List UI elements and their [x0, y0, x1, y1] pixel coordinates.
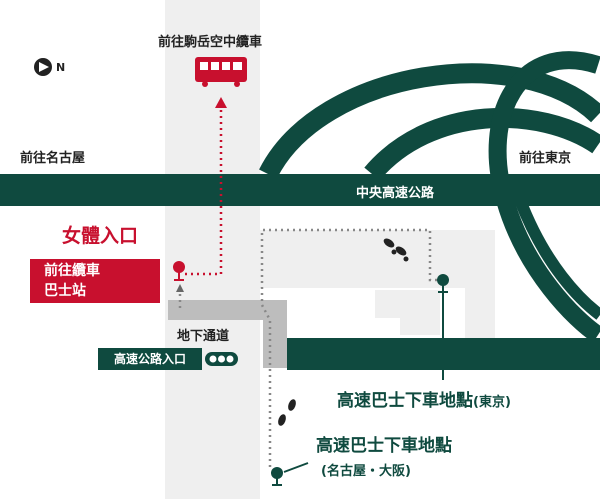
- ropeway-bus-stop-line1: 前往纜車: [44, 263, 100, 279]
- ropeway-bus-stop-box: 前往纜車 巴士站: [30, 259, 160, 303]
- parking-area: [375, 290, 440, 335]
- traffic-light-icon: [205, 352, 238, 366]
- tokyo-dropoff-label: 高速巴士下車地點(東京): [337, 393, 511, 410]
- footprints-icon: [383, 238, 409, 262]
- bus-stop-pin-icon: [173, 261, 185, 281]
- to-tokyo-label: 前往東京: [519, 151, 572, 166]
- nagoya-dropoff-sub: (名古屋・大阪): [321, 464, 411, 479]
- north-label: N: [56, 61, 66, 74]
- chuo-expressway: [0, 174, 600, 206]
- north-arrow-icon: [34, 58, 52, 76]
- tokyo-dropoff-title: 高速巴士下車地點: [337, 391, 473, 411]
- highway-label: 中央高速公路: [355, 186, 434, 201]
- bus-stop-pin-icon: [271, 462, 309, 486]
- local-road-right: [465, 230, 495, 340]
- nagoya-dropoff-title: 高速巴士下車地點: [316, 436, 452, 456]
- underpass-label: 地下通道: [177, 329, 230, 344]
- women-entrance-label: 女體入口: [62, 225, 139, 247]
- underpass-shape: [168, 300, 287, 368]
- highway-entrance-box: 高速公路入口: [98, 348, 202, 370]
- walking-route: [176, 228, 443, 470]
- bus-stop-pin-icon: [437, 274, 449, 380]
- tokyo-dropoff-sub: (東京): [473, 395, 511, 410]
- bus-destination-label: 前往駒岳空中纜車: [158, 35, 263, 50]
- to-nagoya-label: 前往名古屋: [20, 151, 86, 166]
- footprints-icon: [278, 399, 296, 426]
- ropeway-bus-stop-line2: 巴士站: [44, 283, 86, 299]
- bus-icon: [195, 57, 247, 87]
- red-route: [185, 97, 227, 276]
- local-road-vertical: [165, 0, 260, 499]
- local-road-horizontal: [260, 230, 465, 288]
